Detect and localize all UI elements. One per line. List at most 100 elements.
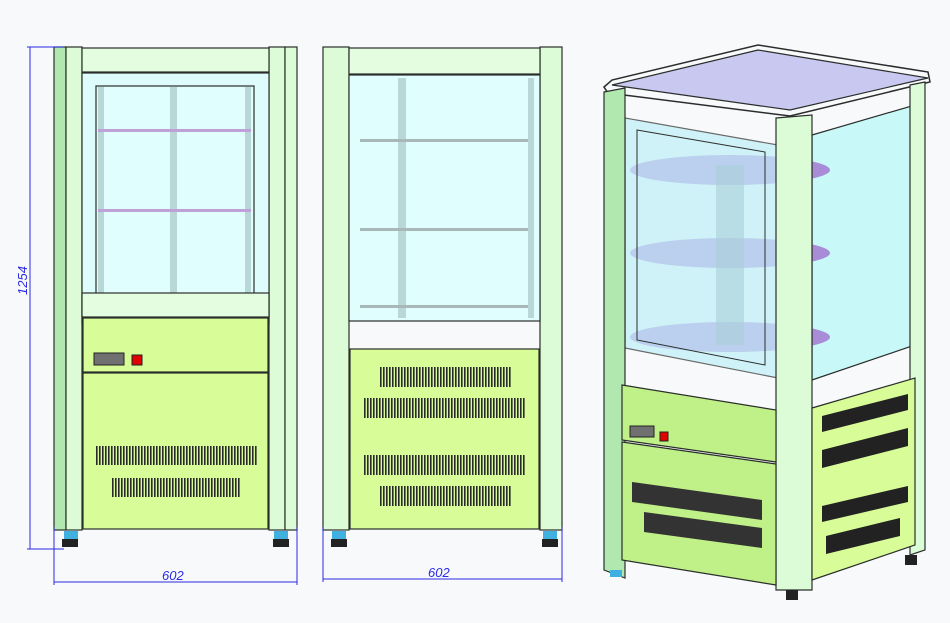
vent-slat: [385, 455, 387, 475]
vent-slat: [425, 367, 427, 387]
vent-slat: [433, 455, 435, 475]
vent-slat: [130, 478, 132, 497]
vent-slot: [632, 482, 762, 520]
vent-slat: [147, 446, 149, 465]
vent-slat: [96, 446, 98, 465]
vent-slat: [174, 446, 176, 465]
vent-slat: [437, 367, 439, 387]
foot: [905, 555, 917, 565]
vent-slat: [391, 455, 393, 475]
left-post: [603, 87, 626, 579]
vent-slat: [373, 455, 375, 475]
vent-slat: [439, 398, 441, 418]
vent-slat: [195, 446, 197, 465]
vent-slat: [523, 398, 525, 418]
side-width-dimension-label: 602: [428, 565, 450, 580]
vent-slat: [421, 455, 423, 475]
vent-slat: [159, 446, 161, 465]
front-glass-edge-right: [245, 87, 251, 307]
foot: [610, 570, 622, 577]
vent-slat: [428, 486, 430, 506]
side-glass: [348, 74, 541, 322]
vent-slat: [127, 478, 129, 497]
vent-slat: [502, 398, 504, 418]
vent-slat: [223, 478, 225, 497]
vent-slot: [822, 428, 908, 468]
vent-slat: [452, 367, 454, 387]
vent-slat: [395, 486, 397, 506]
vent-slat: [472, 455, 474, 475]
vent-slat: [228, 446, 230, 465]
vent-slat: [437, 486, 439, 506]
vent-slat: [511, 455, 513, 475]
vent-slat: [454, 398, 456, 418]
vent-slat: [503, 367, 505, 387]
vent-slat: [142, 478, 144, 497]
vent-slat: [190, 478, 192, 497]
vent-slat: [403, 455, 405, 475]
vent-slat: [154, 478, 156, 497]
vent-slat: [494, 486, 496, 506]
vent-slat: [517, 398, 519, 418]
vent-slat: [364, 455, 366, 475]
vent-slat: [252, 446, 254, 465]
front-vent-grille: [96, 446, 257, 497]
vent-slat: [213, 446, 215, 465]
vent-slat: [464, 367, 466, 387]
vent-slat: [469, 398, 471, 418]
vent-slat: [490, 398, 492, 418]
foot: [64, 531, 78, 539]
vent-slat: [373, 398, 375, 418]
vent-slat: [488, 367, 490, 387]
vent-slat: [205, 478, 207, 497]
vent-slat: [479, 486, 481, 506]
vent-slat: [394, 455, 396, 475]
vent-slat: [415, 455, 417, 475]
vent-slat: [505, 398, 507, 418]
vent-slat: [376, 455, 378, 475]
vent-slat: [123, 446, 125, 465]
vent-slat: [497, 486, 499, 506]
vent-slat: [430, 455, 432, 475]
vent-slat: [141, 446, 143, 465]
vent-slat: [436, 455, 438, 475]
vent-slat: [121, 478, 123, 497]
front-glass-door: [624, 117, 779, 379]
vent-slat: [136, 478, 138, 497]
vent-slat: [502, 455, 504, 475]
vent-slat: [484, 398, 486, 418]
vent-slat: [102, 446, 104, 465]
vent-slat: [222, 446, 224, 465]
vent-slat: [436, 398, 438, 418]
vent-slat: [201, 446, 203, 465]
vent-slat: [382, 455, 384, 475]
vent-slat: [455, 367, 457, 387]
vent-slat: [114, 446, 116, 465]
top-frame: [603, 44, 931, 117]
vent-slat: [395, 367, 397, 387]
vent-slat: [198, 446, 200, 465]
vent-slat: [403, 398, 405, 418]
vent-slat: [168, 446, 170, 465]
vent-slat: [133, 478, 135, 497]
vent-slat: [392, 367, 394, 387]
vent-slat: [196, 478, 198, 497]
vent-slat: [112, 478, 114, 497]
vent-slat: [219, 446, 221, 465]
vent-slat: [235, 478, 237, 497]
vent-slat: [416, 367, 418, 387]
vent-slat: [401, 367, 403, 387]
front-vent-panel: [621, 441, 777, 586]
power-switch: [131, 354, 143, 366]
vent-slat: [478, 398, 480, 418]
vent-slat: [240, 446, 242, 465]
vent-slat: [458, 367, 460, 387]
vent-slat: [189, 446, 191, 465]
vent-slat: [383, 367, 385, 387]
vent-slat: [204, 446, 206, 465]
vent-slat: [431, 486, 433, 506]
vent-slat: [455, 486, 457, 506]
vent-slat: [115, 478, 117, 497]
vent-slat: [508, 455, 510, 475]
